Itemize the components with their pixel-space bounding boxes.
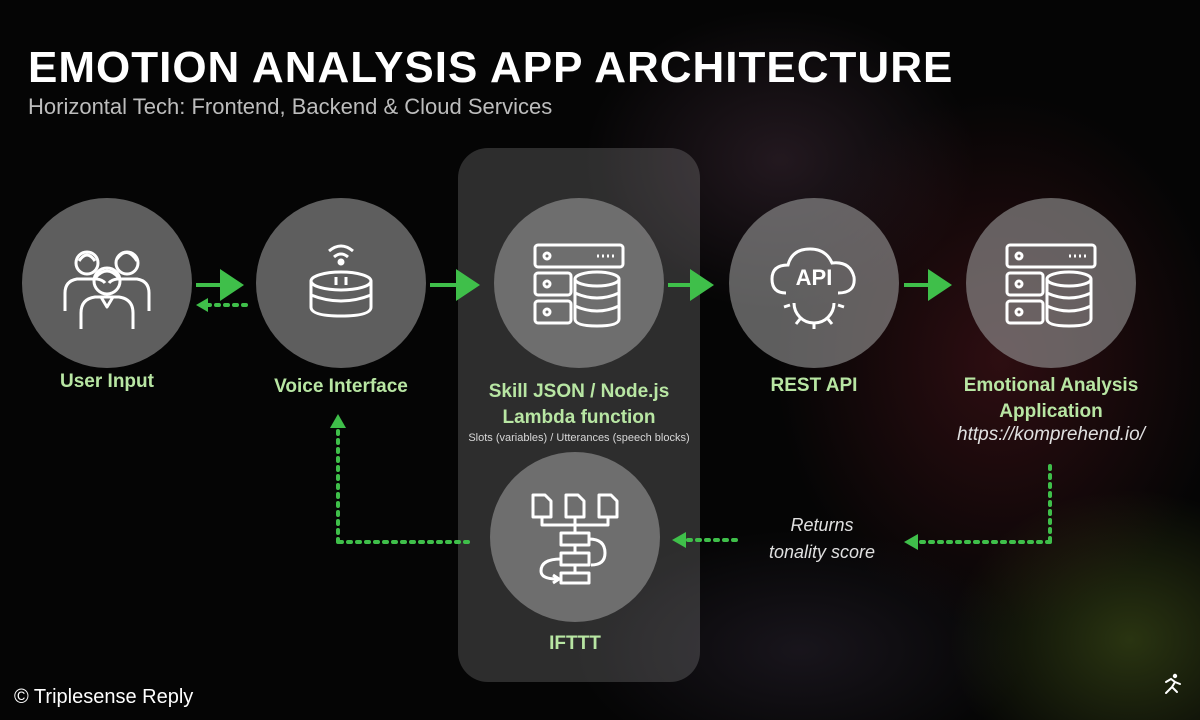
- label-skill-line2: Lambda function: [502, 407, 656, 428]
- users-icon: [63, 250, 151, 329]
- label-voice-interface: Voice Interface: [274, 376, 408, 397]
- page-subtitle: Horizontal Tech: Frontend, Backend & Clo…: [28, 94, 553, 119]
- returns-line2: tonality score: [768, 542, 876, 562]
- svg-text:API: API: [796, 265, 833, 290]
- returns-line1: Returns: [790, 515, 854, 535]
- analysis-url: https://komprehend.io/: [957, 424, 1145, 445]
- node-skill-lambda: [494, 198, 664, 368]
- label-ifttt: IFTTT: [549, 633, 601, 654]
- node-voice-interface: [256, 198, 426, 368]
- workflow-icon: [531, 493, 619, 585]
- label-skill-note: Slots (variables) / Utterances (speech b…: [468, 432, 690, 444]
- label-rest-api: REST API: [770, 375, 858, 396]
- api-cloud-gear-icon: API: [770, 247, 856, 329]
- server-database-icon: [1005, 243, 1097, 328]
- node-ifttt: [490, 452, 660, 622]
- label-skill-line1: Skill JSON / Node.js: [488, 381, 670, 402]
- node-user-input: [22, 198, 192, 368]
- returns-label: Returns tonality score: [740, 512, 904, 566]
- node-emotional-analysis: [966, 198, 1136, 368]
- label-analysis-line2: Application: [999, 401, 1103, 422]
- label-analysis-line1: Emotional Analysis: [963, 375, 1139, 396]
- reply-runner-logo-icon: [1165, 673, 1181, 694]
- node-rest-api: API: [729, 198, 899, 368]
- label-user-input: User Input: [60, 371, 154, 392]
- server-database-icon: [533, 243, 625, 328]
- copyright-notice: © Triplesense Reply: [14, 686, 194, 708]
- page-title: EMOTION ANALYSIS APP ARCHITECTURE: [28, 43, 954, 92]
- smart-speaker-icon: [309, 244, 373, 318]
